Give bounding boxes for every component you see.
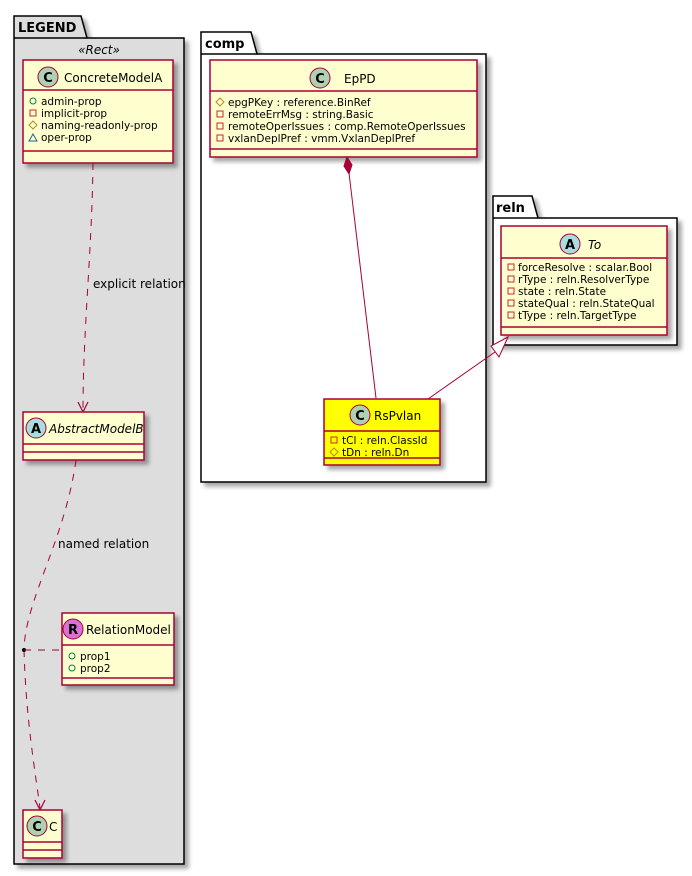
svg-text:admin-prop: admin-prop	[41, 96, 102, 108]
svg-text:prop1: prop1	[80, 651, 111, 663]
svg-text:C: C	[43, 71, 53, 86]
attribute-row: rType : reln.ResolverType	[507, 274, 649, 286]
generalization-arrowhead-icon	[490, 335, 510, 358]
class-spot-icon: C	[26, 815, 48, 837]
attribute-row: oper-prop	[28, 132, 92, 144]
attribute-row: prop2	[68, 663, 111, 675]
class-name: AbstractModelB	[48, 422, 144, 436]
svg-text:vxlanDeplPref : vmm.VxlanDeplP: vxlanDeplPref : vmm.VxlanDeplPref	[228, 133, 415, 145]
attribute-row: stateQual : reln.StateQual	[507, 298, 655, 310]
attribute-row: tType : reln.TargetType	[507, 310, 637, 322]
attribute-row: implicit-prop	[29, 108, 107, 120]
class-spot-icon: C	[37, 66, 59, 88]
class-to[interactable]: A To forceResolve : scalar.Bool rType : …	[500, 225, 668, 336]
relation-composition	[343, 155, 377, 399]
public-visibility-icon	[29, 97, 37, 105]
attribute-row: forceResolve : scalar.Bool	[507, 262, 652, 274]
attribute-row: vxlanDeplPref : vmm.VxlanDeplPref	[216, 133, 415, 145]
attribute-row: admin-prop	[29, 96, 102, 108]
svg-text:tDn : reln.Dn: tDn : reln.Dn	[342, 447, 409, 459]
attribute-row: tCl : reln.ClassId	[330, 435, 427, 447]
class-rs-pvlan[interactable]: C RsPvlan tCl : reln.ClassId tDn : reln.…	[323, 398, 441, 466]
svg-text:C: C	[315, 72, 325, 87]
svg-text:stateQual : reln.StateQual: stateQual : reln.StateQual	[518, 298, 655, 310]
svg-text:remoteErrMsg : string.Basic: remoteErrMsg : string.Basic	[228, 109, 374, 121]
svg-text:A: A	[31, 422, 41, 437]
package-comp-name: comp	[205, 37, 245, 52]
relation-inheritance	[427, 335, 510, 400]
relation-named: named relation	[22, 459, 149, 812]
protected-visibility-icon	[215, 97, 225, 107]
class-name: ConcreteModelA	[64, 71, 163, 85]
private-visibility-icon	[216, 110, 224, 118]
class-name: C	[49, 820, 57, 834]
relation-spot-icon: R	[62, 618, 84, 640]
attribute-row: remoteOperIssues : comp.RemoteOperIssues	[216, 121, 466, 133]
attribute-row: tDn : reln.Dn	[329, 447, 409, 459]
relation-label: named relation	[58, 537, 149, 551]
private-visibility-icon	[507, 311, 515, 319]
private-visibility-icon	[216, 122, 224, 130]
svg-text:remoteOperIssues : comp.Remote: remoteOperIssues : comp.RemoteOperIssues	[228, 121, 466, 133]
private-visibility-icon	[29, 109, 37, 117]
svg-text:epgPKey : reference.BinRef: epgPKey : reference.BinRef	[228, 97, 371, 109]
class-c[interactable]: C C	[22, 809, 63, 859]
abstract-spot-icon: A	[559, 233, 581, 255]
class-spot-icon: C	[349, 404, 371, 426]
svg-text:oper-prop: oper-prop	[41, 132, 92, 144]
svg-text:C: C	[32, 820, 42, 835]
svg-text:rType : reln.ResolverType: rType : reln.ResolverType	[518, 274, 649, 286]
svg-text:prop2: prop2	[80, 663, 111, 675]
class-name: To	[588, 238, 601, 252]
svg-text:C: C	[355, 409, 365, 424]
private-visibility-icon	[507, 275, 515, 283]
svg-text:implicit-prop: implicit-prop	[41, 108, 107, 120]
abstract-spot-icon: A	[25, 417, 47, 439]
protected-visibility-icon	[329, 447, 339, 457]
private-visibility-icon	[216, 134, 224, 142]
attribute-row: epgPKey : reference.BinRef	[215, 97, 371, 109]
private-visibility-icon	[507, 287, 515, 295]
class-spot-icon: C	[309, 67, 331, 89]
private-visibility-icon	[330, 436, 338, 444]
attribute-row: prop1	[68, 651, 111, 663]
public-visibility-icon	[68, 664, 76, 672]
svg-text:state : reln.State: state : reln.State	[518, 286, 606, 298]
private-visibility-icon	[507, 299, 515, 307]
composition-diamond-icon	[343, 155, 353, 176]
svg-text:tType : reln.TargetType: tType : reln.TargetType	[518, 310, 637, 322]
class-name: RelationModel	[86, 623, 171, 637]
svg-text:tCl : reln.ClassId: tCl : reln.ClassId	[342, 435, 427, 447]
class-abstract-model-b[interactable]: A AbstractModelB	[22, 411, 145, 461]
package-reln-name: reln	[496, 201, 525, 216]
package-legend-stereotype: «Rect»	[78, 43, 120, 57]
attribute-row: remoteErrMsg : string.Basic	[216, 109, 374, 121]
attribute-row: state : reln.State	[507, 286, 606, 298]
relation-label: explicit relation	[93, 277, 186, 291]
public-visibility-icon	[68, 652, 76, 660]
svg-text:R: R	[68, 623, 78, 638]
class-ep-pd[interactable]: C EpPD epgPKey : reference.BinRef remote…	[209, 59, 478, 158]
private-visibility-icon	[507, 263, 515, 271]
attribute-row: naming-readonly-prop	[28, 120, 158, 132]
class-concrete-model-a[interactable]: C ConcreteModelA admin-prop implicit-pro…	[22, 59, 174, 164]
relation-explicit: explicit relation	[77, 162, 186, 414]
package-legend-name: LEGEND	[18, 21, 77, 36]
class-name: RsPvlan	[374, 409, 421, 423]
package-visibility-icon	[28, 132, 38, 142]
svg-text:A: A	[565, 238, 575, 253]
class-name: EpPD	[344, 72, 376, 86]
protected-visibility-icon	[28, 120, 38, 130]
class-relation-model[interactable]: R RelationModel prop1 prop2	[61, 612, 175, 686]
svg-text:forceResolve : scalar.Bool: forceResolve : scalar.Bool	[518, 262, 652, 274]
svg-text:naming-readonly-prop: naming-readonly-prop	[41, 120, 158, 132]
